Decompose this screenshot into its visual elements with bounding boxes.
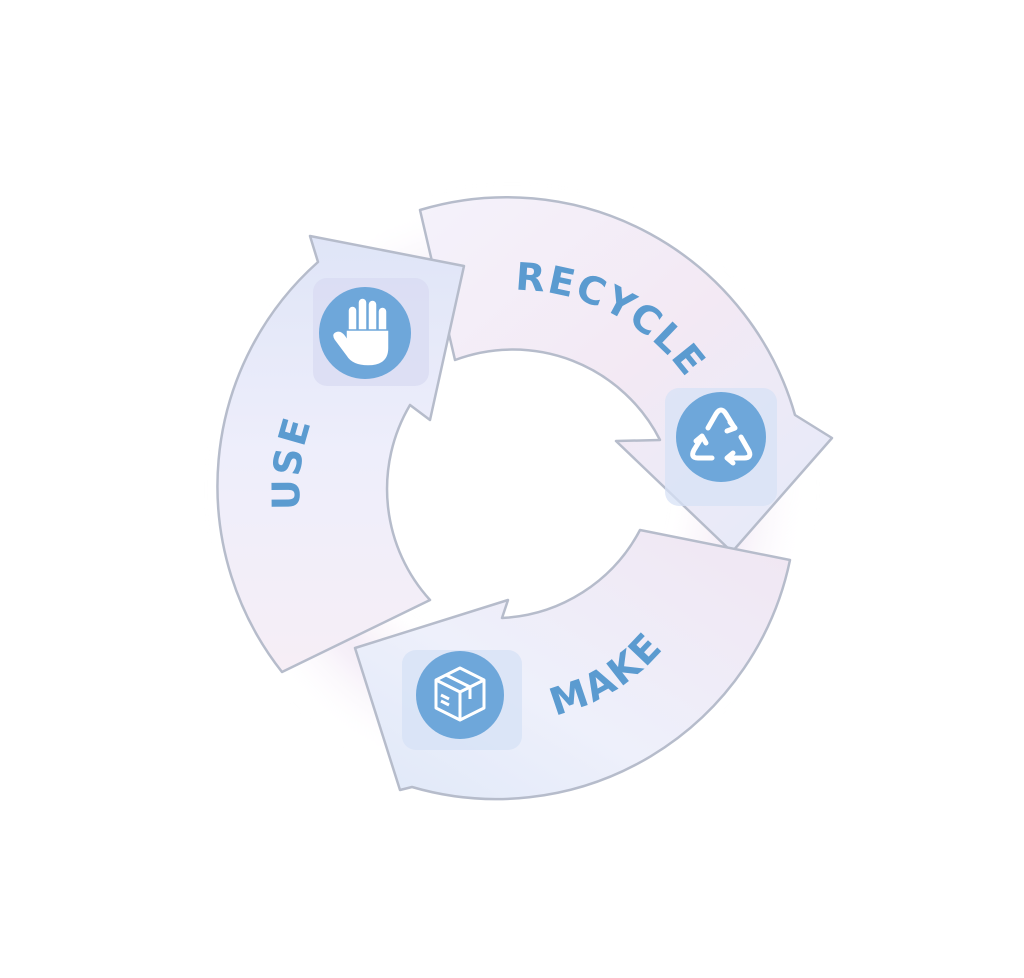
box-icon (416, 651, 504, 739)
hand-icon (319, 287, 411, 379)
recycle-icon (676, 392, 766, 482)
